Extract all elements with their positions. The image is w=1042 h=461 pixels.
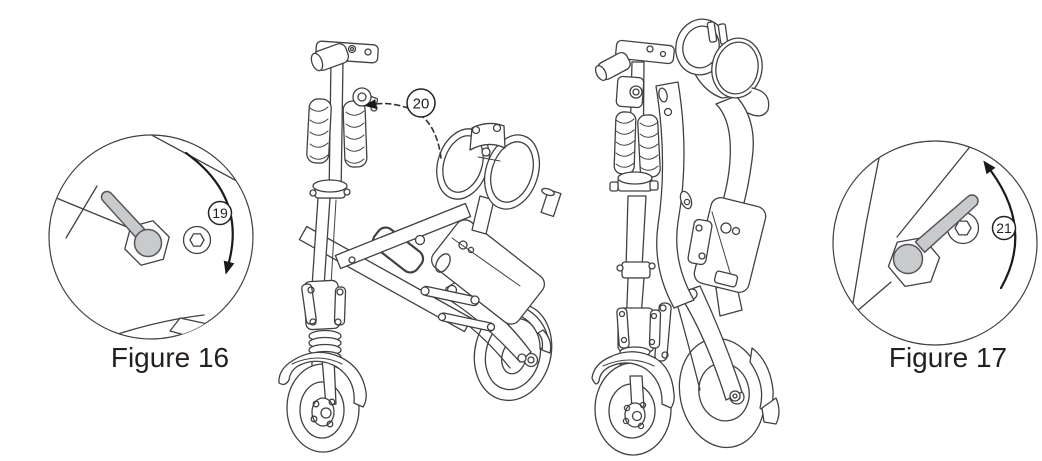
callout-19: 19 bbox=[207, 200, 233, 226]
main-frame-beam bbox=[655, 81, 695, 309]
right-grip bbox=[342, 100, 368, 168]
battery-box bbox=[430, 219, 546, 325]
callout-20-circle bbox=[406, 88, 436, 118]
figure16-caption: Figure 16 bbox=[111, 342, 229, 373]
callout-20-number: 20 bbox=[413, 96, 430, 113]
magnified-frame-lines bbox=[852, 142, 974, 313]
front-wheel bbox=[594, 362, 672, 456]
saddle-folded bbox=[675, 18, 770, 117]
saddle bbox=[436, 122, 541, 210]
callout-19-number: 19 bbox=[212, 205, 228, 221]
callout-21-number: 21 bbox=[996, 220, 1012, 236]
folded-handlebar bbox=[306, 40, 379, 199]
rear-fender bbox=[749, 347, 780, 425]
scooter-fully-folded bbox=[591, 18, 780, 456]
seat-post bbox=[471, 187, 562, 235]
figure17-detail-view: 21 Figure 17 bbox=[832, 140, 1038, 373]
upper-frame-beam bbox=[334, 202, 472, 270]
folding-lever bbox=[100, 190, 163, 258]
hex-socket-bolt bbox=[182, 225, 212, 255]
folding-lever bbox=[892, 194, 979, 275]
left-grip bbox=[306, 98, 332, 164]
rotate-clockwise-arrow bbox=[184, 151, 235, 275]
battery-box bbox=[687, 197, 767, 293]
lever-handle bbox=[100, 190, 146, 238]
front-fender bbox=[278, 351, 367, 408]
pointer-arrowhead bbox=[364, 99, 377, 109]
left-grip bbox=[613, 111, 637, 175]
steering-column bbox=[301, 197, 347, 331]
front-fender bbox=[591, 351, 675, 409]
lever-knob bbox=[892, 243, 924, 275]
column-collar bbox=[609, 171, 659, 192]
rear-suspension-linkage bbox=[420, 285, 496, 332]
figure16-detail-view: 19 Figure 16 bbox=[48, 134, 254, 373]
front-wheel bbox=[286, 357, 360, 453]
steering-column bbox=[616, 195, 662, 353]
figure17-caption: Figure 17 bbox=[889, 342, 1007, 373]
column-collar bbox=[309, 179, 351, 199]
callout-21: 21 bbox=[991, 215, 1017, 241]
lever-knob bbox=[133, 228, 163, 258]
lever-handle bbox=[914, 194, 979, 254]
fold-step-callout: 20 bbox=[364, 88, 442, 159]
folded-handlebar bbox=[594, 39, 675, 192]
right-grip bbox=[637, 114, 661, 178]
scooter-partially-folded: 20 bbox=[278, 40, 562, 453]
